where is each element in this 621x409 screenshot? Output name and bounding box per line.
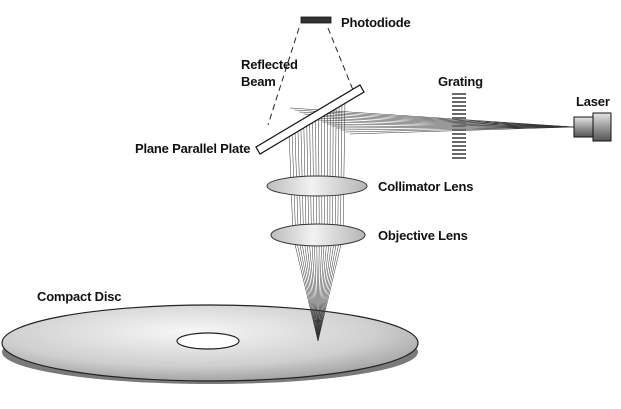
focused-beam <box>288 99 346 342</box>
reflected-beam-label-line1: Reflected <box>241 57 298 72</box>
grating-label: Grating <box>438 74 483 89</box>
plane-parallel-plate <box>255 84 365 155</box>
objective-lens-label: Objective Lens <box>378 228 468 243</box>
laser-icon <box>573 112 612 142</box>
reflected-beam-label-line2: Beam <box>241 74 276 89</box>
collimator-lens <box>266 175 368 197</box>
disc-center-hole <box>176 332 240 350</box>
photodiode-label: Photodiode <box>341 15 411 30</box>
photodiode-icon <box>300 16 332 24</box>
laser-label: Laser <box>576 94 610 109</box>
reflected-beam <box>267 27 356 126</box>
compact-disc-label: Compact Disc <box>37 289 121 304</box>
grating <box>452 93 466 159</box>
plane-parallel-plate-label: Plane Parallel Plate <box>135 141 250 156</box>
compact-disc <box>1 304 419 384</box>
incoming-laser-beam <box>289 107 575 135</box>
collimator-lens-label: Collimator Lens <box>378 179 473 194</box>
objective-lens <box>270 223 366 247</box>
